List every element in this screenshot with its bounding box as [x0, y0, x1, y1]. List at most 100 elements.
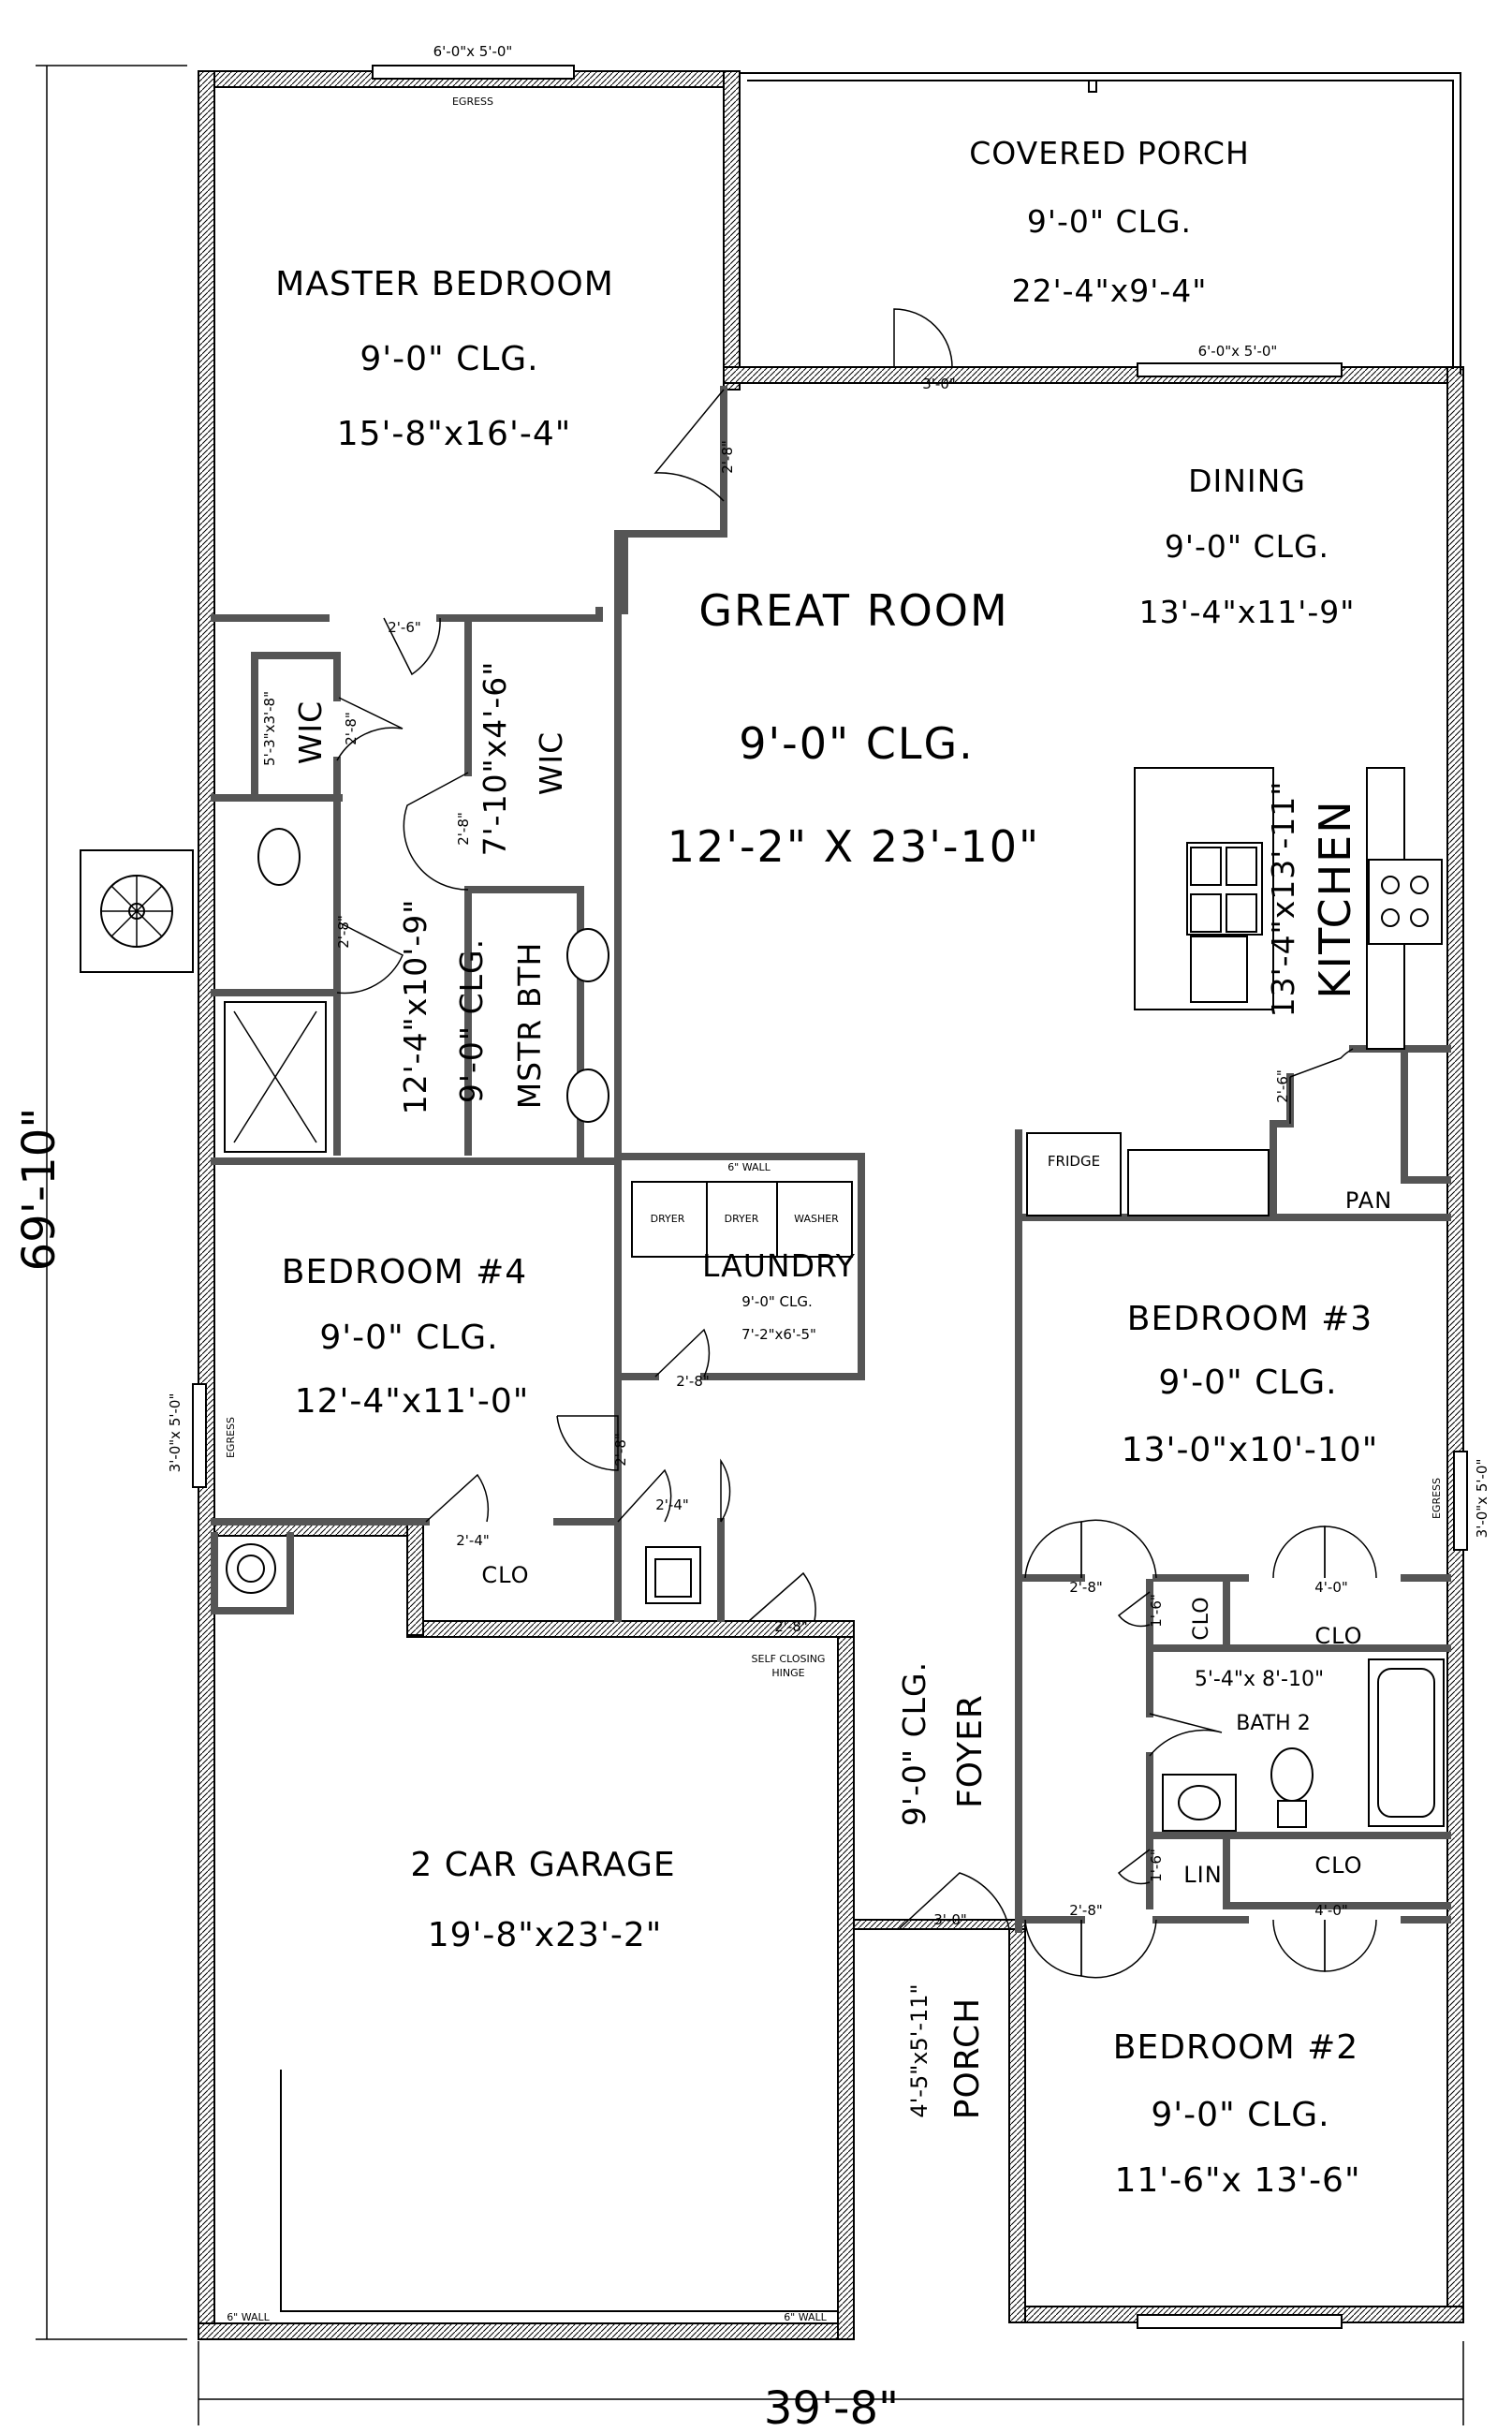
- porch-name: PORCH: [948, 1997, 987, 2119]
- door-porch: 3'-0": [922, 376, 956, 392]
- garage-name: 2 CAR GARAGE: [410, 1846, 675, 1884]
- wic-large-name: WIC: [533, 731, 569, 795]
- bedroom2-name: BEDROOM #2: [1113, 2028, 1358, 2067]
- self-closing-text: SELF CLOSING: [752, 1653, 826, 1665]
- laundry-size: 7'-2"x6'-5": [741, 1326, 816, 1343]
- water-heater: [226, 1543, 276, 1594]
- door-clo-small: 1'-6": [1148, 1594, 1165, 1628]
- master-bedroom-ceiling: 9'-0" CLG.: [360, 340, 538, 378]
- door-water-closet: 2'-8": [335, 915, 352, 949]
- door-wic-small: 2'-6": [388, 619, 421, 636]
- door-garage: 2'-8": [774, 1618, 808, 1635]
- bedroom2-ceiling: 9'-0" CLG.: [1151, 2096, 1329, 2134]
- bedroom3-ceiling: 9'-0" CLG.: [1158, 1363, 1337, 1402]
- kitchen-size: 13'-4"x13'-11": [1265, 781, 1301, 1018]
- window-master: [372, 65, 575, 80]
- garage-size: 19'-8"x23'-2": [428, 1916, 663, 1954]
- wall-6-laundry: 6" WALL: [727, 1161, 771, 1173]
- kitchen-name: KITCHEN: [1310, 799, 1360, 998]
- door-size-labels: 3'-0" 2'-8" 2'-6" 2'-8" 2'-8" 2'-8" 2'-8…: [335, 376, 1348, 1928]
- garage-door-opening: [280, 2070, 839, 2312]
- clo-bed2: CLO: [1314, 1852, 1362, 1879]
- window-master-size: 6'-0"x 5'-0": [433, 43, 513, 60]
- dining-name: DINING: [1188, 463, 1306, 499]
- covered-porch-outline: [740, 72, 1461, 375]
- foyer-name: FOYER: [951, 1694, 990, 1808]
- egress-bed3: EGRESS: [1431, 1478, 1443, 1519]
- master-bedroom-size: 15'-8"x16'-4": [337, 415, 572, 453]
- egress-bed4: EGRESS: [225, 1417, 237, 1458]
- door-clo-bed2: 4'-0": [1314, 1902, 1348, 1919]
- door-clo-bed3: 4'-0": [1314, 1579, 1348, 1596]
- washer-label: WASHER: [794, 1213, 839, 1225]
- pan-label: PAN: [1345, 1187, 1392, 1214]
- wall-6-garage-left: 6" WALL: [227, 2311, 270, 2323]
- door-master: 2'-8": [719, 440, 736, 474]
- bedroom4-size: 12'-4"x11'-0": [295, 1382, 530, 1421]
- fridge-box: [1026, 1132, 1122, 1216]
- hinge-text: HINGE: [771, 1667, 804, 1679]
- dining-ceiling: 9'-0" CLG.: [1165, 528, 1329, 565]
- covered-porch-name: COVERED PORCH: [969, 135, 1250, 171]
- wall-6-garage-right: 6" WALL: [784, 2311, 827, 2323]
- windows: [192, 65, 1468, 2329]
- covered-porch-ceiling: 9'-0" CLG.: [1027, 203, 1192, 240]
- cooktop: [1368, 859, 1443, 945]
- sink-master-1: [566, 928, 609, 982]
- mstr-bath-ceiling: 9'-0" CLG.: [453, 938, 490, 1103]
- dimension-lines: [36, 65, 1464, 2425]
- bedroom2-size: 11'-6"x 13'-6": [1114, 2161, 1360, 2200]
- window-size-labels: 6'-0"x 5'-0" 6'-0"x 5'-0" 3'-0"x 5'-0" 3…: [167, 43, 1490, 1538]
- window-bed2: [1137, 2314, 1343, 2329]
- fridge-label: FRIDGE: [1048, 1153, 1100, 1170]
- foyer-ceiling: 9'-0" CLG.: [896, 1661, 932, 1826]
- bath2-size: 5'-4"x 8'-10": [1195, 1668, 1324, 1691]
- door-wic-large: 2'-8": [455, 812, 472, 846]
- wic-small-name: WIC: [292, 700, 329, 764]
- toilet-master: [257, 828, 301, 886]
- small-labels: CLO CLO CLO CLO LIN PAN FRIDGE DRYER DRY…: [225, 96, 1443, 2323]
- door-swings: [336, 308, 1377, 1979]
- clo-bed3-small: CLO: [1190, 1596, 1213, 1640]
- bedroom4-ceiling: 9'-0" CLG.: [319, 1319, 498, 1357]
- fixtures: [80, 767, 1445, 2312]
- door-closet-small: 2'-4": [655, 1496, 689, 1513]
- bath2-name: BATH 2: [1236, 1712, 1310, 1735]
- window-bed3: [1453, 1451, 1468, 1551]
- overall-depth: 69'-10": [13, 1108, 66, 1272]
- bedroom4-name: BEDROOM #4: [282, 1253, 527, 1291]
- lin-label: LIN: [1183, 1862, 1222, 1888]
- dining-size: 13'-4"x11'-9": [1139, 594, 1356, 630]
- door-bed2: 2'-8": [1069, 1902, 1103, 1919]
- great-room-name: GREAT ROOM: [698, 585, 1008, 636]
- master-bedroom-name: MASTER BEDROOM: [275, 265, 614, 303]
- door-lin: 1'-6": [1148, 1849, 1165, 1882]
- door-front: 3'-0": [933, 1911, 967, 1928]
- great-room-ceiling: 9'-0" CLG.: [739, 718, 975, 769]
- bedroom3-name: BEDROOM #3: [1127, 1300, 1373, 1338]
- door-laundry: 2'-8": [676, 1373, 710, 1390]
- clo-bed3-right: CLO: [1314, 1623, 1362, 1649]
- window-bed4-size: 3'-0"x 5'-0": [167, 1393, 183, 1473]
- wic-large-size: 7'-10"x4'-6": [477, 661, 513, 857]
- laundry-name: LAUNDRY: [702, 1247, 856, 1284]
- wic-small-size: 5'-3"x3'-8": [261, 691, 278, 766]
- laundry-ceiling: 9'-0" CLG.: [741, 1293, 813, 1310]
- sink-bath2: [1162, 1774, 1237, 1832]
- bedroom3-size: 13'-0"x10'-10": [1122, 1431, 1379, 1469]
- egress-master: EGRESS: [452, 96, 493, 108]
- door-clo-bed4: 2'-4": [456, 1532, 490, 1549]
- window-bed4: [192, 1383, 207, 1488]
- window-bed3-size: 3'-0"x 5'-0": [1474, 1459, 1490, 1539]
- door-bed4: 2'-8": [612, 1433, 629, 1467]
- window-dining-size: 6'-0"x 5'-0": [1198, 343, 1278, 360]
- sink-master-2: [566, 1069, 609, 1123]
- mstr-bath-name: MSTR BTH: [511, 942, 548, 1110]
- overall-width: 39'-8": [764, 2382, 899, 2432]
- exterior-walls: [198, 70, 1464, 2340]
- covered-porch-size: 22'-4"x9'-4": [1012, 273, 1208, 309]
- room-labels: COVERED PORCH 9'-0" CLG. 22'-4"x9'-4" MA…: [261, 135, 1379, 2200]
- door-pantry: 2'-6": [1274, 1069, 1291, 1103]
- great-room-size: 12'-2" X 23'-10": [668, 821, 1040, 872]
